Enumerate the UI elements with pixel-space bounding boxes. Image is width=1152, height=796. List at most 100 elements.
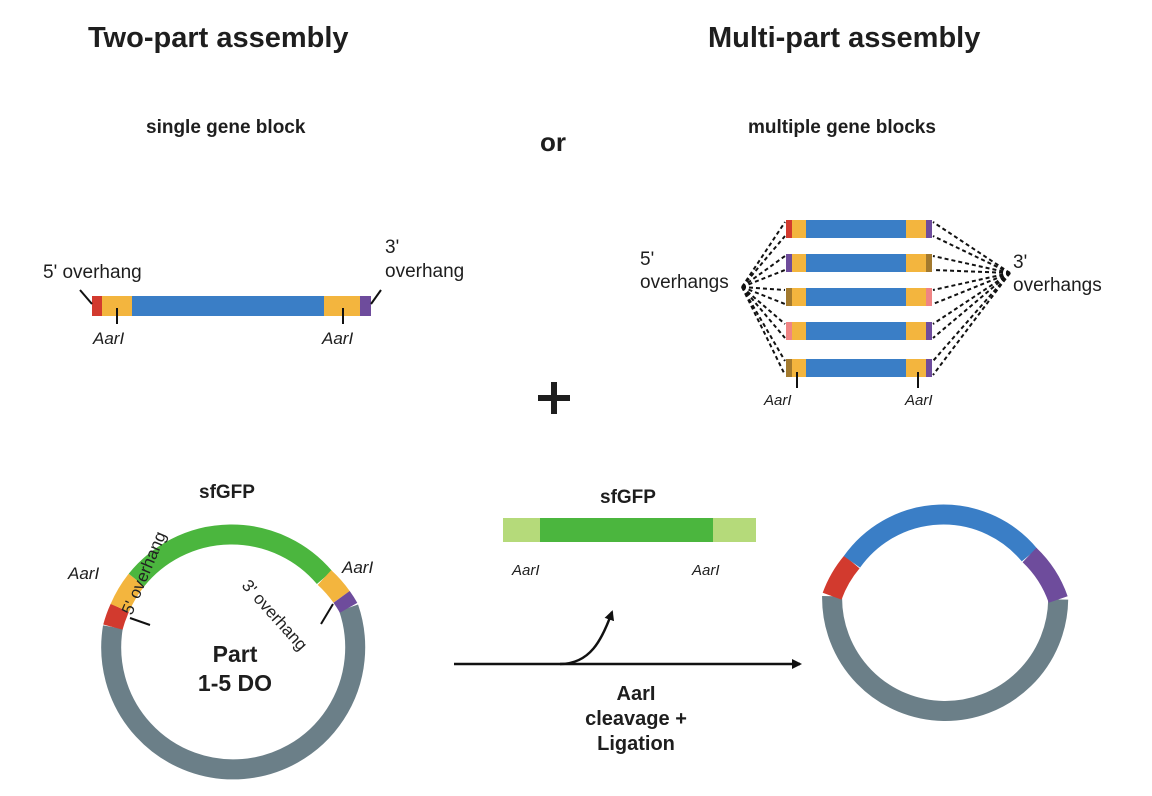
multi-block-aari-left <box>792 220 806 238</box>
dotted-line-3prime <box>932 235 1011 274</box>
single-gene-block-subtitle: single gene block <box>146 117 306 138</box>
dotted-line-3prime <box>932 269 1011 274</box>
multi-block-5prime-cap <box>786 288 792 306</box>
dotted-line-3prime <box>932 272 1011 305</box>
three-prime-pointer <box>370 289 382 305</box>
plasmid-sfgfp-green <box>128 524 333 587</box>
plasmid-sfgfp-label: sfGFP <box>199 482 255 503</box>
multi-aari-left-label: AarI <box>764 392 792 409</box>
multi-block-5prime-cap <box>786 359 792 377</box>
plasmid-aari-right-yellow <box>317 570 350 603</box>
dotted-line-5prime <box>741 286 786 325</box>
plasmid-5prime-pointer <box>129 617 151 626</box>
aari-right-label: AarI <box>322 329 354 348</box>
multi-three-prime-line2: overhangs <box>1013 275 1102 296</box>
dotted-line-5prime <box>741 255 786 288</box>
multi-five-prime-line1: 5' <box>640 249 655 270</box>
multi-block-aari-right <box>906 254 926 272</box>
product-3prime-purple <box>1022 547 1068 604</box>
dropout-aari-right-label: AarI <box>692 562 720 579</box>
reaction-line1: AarI <box>616 683 656 705</box>
five-prime-pointer <box>79 289 93 305</box>
block-aari-left-yellow <box>102 296 132 316</box>
plasmid-aari-left-yellow <box>110 573 145 613</box>
dotted-line-3prime <box>932 272 1011 339</box>
single-gene-block <box>79 289 382 324</box>
multi-block-5prime-cap <box>786 220 792 238</box>
dotted-line-5prime <box>741 269 786 288</box>
or-label: or <box>540 127 566 157</box>
dotted-line-3prime <box>932 272 1011 291</box>
multi-block-aari-left <box>792 322 806 340</box>
multi-block-gene <box>806 359 906 377</box>
overhang-dotted-lines <box>741 221 1011 376</box>
dropout-plasmid <box>101 524 366 780</box>
three-prime-line2: overhang <box>385 261 465 282</box>
reaction-line2: cleavage + <box>585 708 687 730</box>
multi-block-3prime-cap <box>926 359 932 377</box>
multi-part-title: Multi-part assembly <box>708 22 981 54</box>
multi-block-aari-right <box>906 359 926 377</box>
three-prime-line1: 3' <box>385 237 400 258</box>
reaction-label: AarI cleavage + Ligation <box>574 682 698 757</box>
dotted-line-3prime <box>932 221 1011 274</box>
dotted-line-3prime <box>932 255 1011 274</box>
plasmid-aari-left-label: AarI <box>68 564 100 583</box>
multiple-gene-blocks-subtitle: multiple gene blocks <box>748 117 936 138</box>
multi-block-gene <box>806 288 906 306</box>
five-prime-overhang-label: 5' overhang <box>43 262 142 283</box>
multi-three-prime-line1: 3' <box>1013 252 1028 273</box>
product-backbone-grey <box>822 596 1069 721</box>
plasmid-name: Part 1-5 DO <box>190 640 280 698</box>
multi-block-gene <box>806 322 906 340</box>
dotted-line-5prime <box>741 221 786 288</box>
multi-block-aari-right <box>906 322 926 340</box>
multi-block-3prime-cap <box>926 254 932 272</box>
multi-block-5prime-cap <box>786 254 792 272</box>
multi-block-5prime-cap <box>786 322 792 340</box>
three-prime-overhang-label: 3' overhang <box>385 236 464 284</box>
multi-block-aari-left <box>792 359 806 377</box>
dotted-line-3prime <box>932 272 1011 325</box>
multiple-gene-blocks <box>786 220 932 377</box>
plus-sign <box>538 382 570 414</box>
two-part-title: Two-part assembly <box>88 22 349 54</box>
multi-block-aari-right <box>906 288 926 306</box>
dotted-line-5prime <box>741 286 786 362</box>
plasmid-3prime-purple <box>333 591 358 613</box>
reaction-line3: Ligation <box>597 733 675 755</box>
dropout-aari-left-label: AarI <box>512 562 540 579</box>
plasmid-name-line2: 1-5 DO <box>197 670 273 696</box>
multi-block-gene <box>806 220 906 238</box>
dotted-line-3prime <box>932 272 1011 376</box>
dotted-line-5prime <box>741 286 786 376</box>
multi-three-prime-label: 3' overhangs <box>1013 251 1102 297</box>
plasmid-aari-right-label: AarI <box>342 558 374 577</box>
block-gene-blue <box>132 296 324 316</box>
multi-five-prime-line2: overhangs <box>640 272 729 293</box>
multi-block-3prime-cap <box>926 322 932 340</box>
block-aari-right-yellow <box>324 296 360 316</box>
plasmid-backbone-grey <box>101 604 366 780</box>
dropout-sfgfp <box>540 518 713 542</box>
plasmid-name-line1: Part <box>212 641 258 667</box>
dropout-sfgfp-label: sfGFP <box>600 487 656 508</box>
product-gene-blue <box>843 504 1038 568</box>
aari-left-label: AarI <box>93 329 125 348</box>
multi-aari-right-label: AarI <box>905 392 933 409</box>
block-3prime-overhang-purple <box>360 296 371 316</box>
dropout-aari-right <box>713 518 756 542</box>
plasmid-3prime-pointer <box>320 603 334 625</box>
dropout-release-arrow <box>559 610 615 666</box>
product-5prime-red <box>822 555 860 600</box>
dropout-aari-left <box>503 518 540 542</box>
multi-block-gene <box>806 254 906 272</box>
multi-block-3prime-cap <box>926 220 932 238</box>
plasmid-5prime-red <box>103 603 129 630</box>
dotted-line-5prime <box>741 286 786 291</box>
multi-block-aari-right <box>906 220 926 238</box>
dotted-line-5prime <box>741 286 786 305</box>
sfgfp-dropout-fragment <box>503 518 756 542</box>
multi-five-prime-label: 5' overhangs <box>640 248 729 294</box>
